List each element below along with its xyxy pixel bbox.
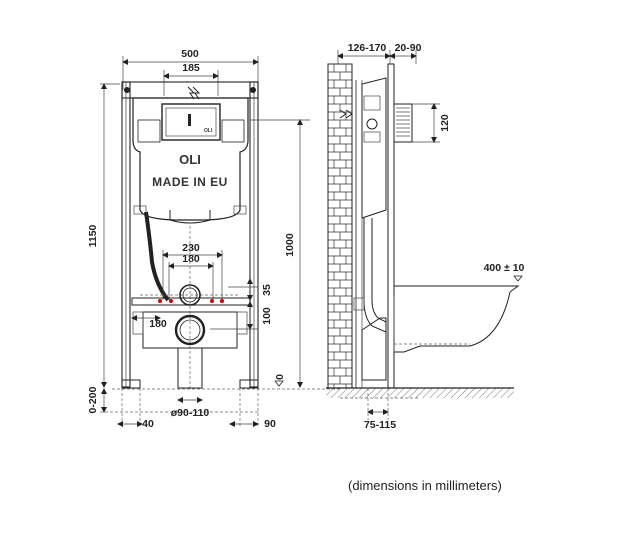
- dim-wall-depth: 126-170: [348, 42, 387, 54]
- dim-pan-projection: 400 ± 10: [484, 262, 525, 274]
- units-note: (dimensions in millimeters): [348, 478, 502, 493]
- dim-height-1000: 1000: [284, 233, 296, 257]
- made-in-eu-label: MADE IN EU: [152, 175, 228, 189]
- dim-offset-100: 100: [261, 307, 273, 325]
- dim-foot-40: 40: [142, 418, 154, 430]
- dim-drain-diameter: ø90-110: [171, 407, 210, 419]
- dim-bolt-180: 180: [149, 318, 167, 330]
- dim-connection-120: 120: [439, 114, 451, 132]
- dim-bracket-185: 185: [182, 62, 200, 74]
- dim-drain-depth: 75-115: [364, 419, 396, 431]
- dim-height-1150: 1150: [87, 224, 99, 247]
- dim-feet-adjust: 0-200: [87, 386, 99, 413]
- floor-level-label: 0: [274, 374, 286, 380]
- front-view: 500 185 OLI OLI MADE IN EU: [87, 48, 340, 430]
- dim-width-500: 500: [181, 48, 199, 60]
- dim-front-depth: 20-90: [395, 42, 422, 54]
- dim-offset-35: 35: [261, 284, 273, 296]
- brand-logo: OLI: [179, 152, 201, 167]
- dim-inner-180: 180: [182, 253, 200, 265]
- dim-pipe-230: 230: [182, 242, 200, 254]
- dim-foot-90: 90: [264, 418, 276, 430]
- svg-text:OLI: OLI: [204, 128, 213, 134]
- side-view: 126-170 20-90 120: [326, 42, 525, 431]
